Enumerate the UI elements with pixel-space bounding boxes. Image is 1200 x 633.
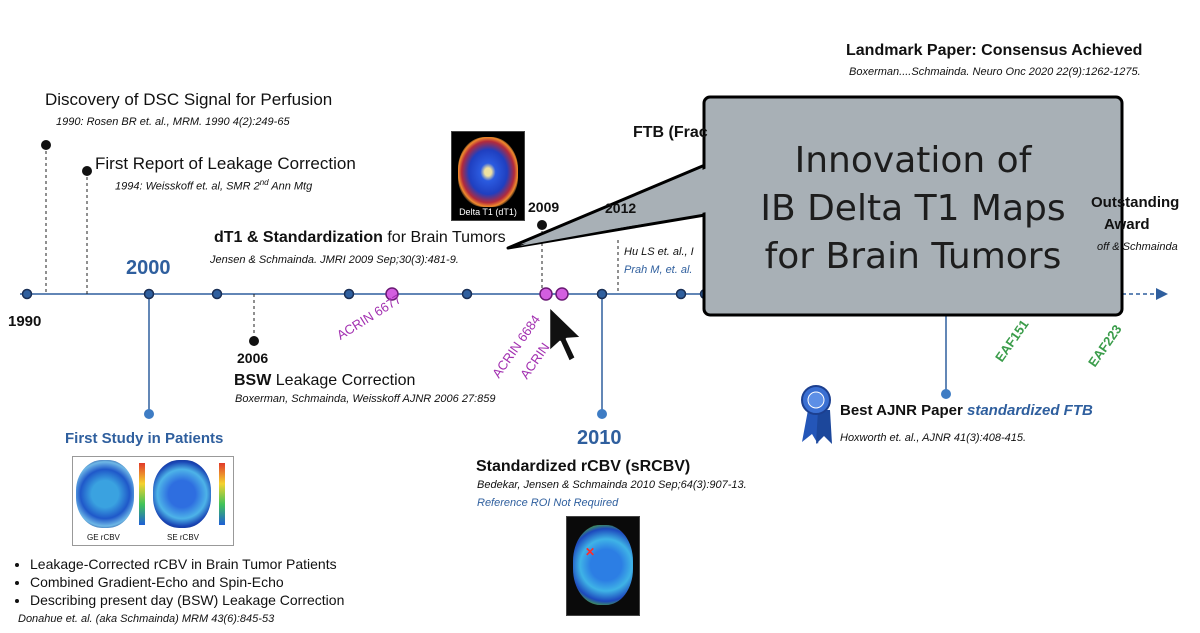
bsw-title-bold: BSW	[234, 372, 272, 389]
mouse-cursor-icon	[547, 304, 584, 364]
axis-dot-c	[343, 288, 355, 300]
ajnr-title-blue: standardized FTB	[967, 402, 1093, 419]
delta-t1-label: Delta T1 (dT1)	[459, 207, 517, 217]
year-2000: 2000	[126, 257, 171, 279]
se-colorbar	[219, 463, 225, 525]
outstanding-line1: Outstanding	[1091, 194, 1180, 211]
marker-ajnr	[941, 389, 951, 399]
ge-rcbv-label: GE rCBV	[87, 533, 120, 542]
ge-colorbar	[139, 463, 145, 525]
leakage-citation-pre: 1994: Weisskoff et. al, SMR 2	[115, 180, 260, 193]
ge-rcbv-brain	[76, 460, 134, 528]
trial-dot-6684	[539, 287, 553, 301]
first-study-bullet-1: Leakage-Corrected rCBV in Brain Tumor Pa…	[30, 555, 430, 573]
marker-bsw	[249, 336, 259, 346]
marker-dsc	[41, 140, 51, 150]
dt1-title: dT1 & Standardization for Brain Tumors	[214, 229, 506, 247]
srcbv-roi-marker: ✕	[585, 545, 596, 559]
ajnr-title-bold: Best AJNR Paper	[840, 402, 967, 419]
leakage-citation-post: Ann Mtg	[268, 180, 313, 193]
axis-dot-e	[596, 288, 608, 300]
srcbv-brain	[573, 525, 633, 605]
dt1-title-bold: dT1 & Standardization	[214, 229, 383, 246]
dt1-title-rest: for Brain Tumors	[382, 229, 506, 246]
year-2010: 2010	[577, 427, 622, 449]
rcbv-image: GE rCBV SE rCBV	[72, 456, 234, 546]
ftb-citation-2: Prah M, et. al.	[624, 264, 693, 276]
delta-t1-brain	[458, 137, 518, 207]
se-rcbv-label: SE rCBV	[167, 533, 200, 542]
ftb-title: FTB (Frac	[633, 124, 708, 141]
marker-leakage	[82, 166, 92, 176]
first-study-citation: Donahue et. al. (aka Schmainda) MRM 43(6…	[18, 613, 275, 625]
marker-dt1	[537, 220, 547, 230]
trial-dot-b	[555, 287, 569, 301]
axis-dot-1990	[21, 288, 33, 300]
callout-line3: for Brain Tumors	[764, 236, 1062, 277]
year-1990: 1990	[8, 313, 42, 330]
outstanding-citation: off & Schmainda	[1097, 241, 1178, 253]
dt1-citation: Jensen & Schmainda. JMRI 2009 Sep;30(3):…	[210, 254, 459, 266]
outstanding-line2: Award	[1104, 216, 1150, 233]
leakage-citation-sup: nd	[259, 178, 269, 187]
trial-dot-6677	[385, 287, 399, 301]
srcbv-citation: Bedekar, Jensen & Schmainda 2010 Sep;64(…	[477, 479, 747, 491]
ribbon-award-icon	[801, 385, 832, 444]
axis-dot-f	[675, 288, 687, 300]
dsc-title: Discovery of DSC Signal for Perfusion	[45, 90, 333, 109]
delta-t1-image: Delta T1 (dT1)	[451, 131, 525, 221]
bsw-citation: Boxerman, Schmainda, Weisskoff AJNR 2006…	[235, 393, 496, 405]
first-study-bullet-3: Describing present day (BSW) Leakage Cor…	[30, 591, 430, 609]
srcbv-note: Reference ROI Not Required	[477, 497, 619, 509]
axis-dot-b	[211, 288, 223, 300]
axis-dot-d	[461, 288, 473, 300]
bsw-title-rest: Leakage Correction	[271, 372, 416, 389]
leakage-citation: 1994: Weisskoff et. al, SMR 2nd Ann Mtg	[115, 178, 312, 193]
ftb-citation-1: Hu LS et. al., I	[624, 246, 694, 258]
marker-first-study	[144, 409, 154, 419]
first-study-bullets: Leakage-Corrected rCBV in Brain Tumor Pa…	[10, 555, 430, 609]
callout-line2: IB Delta T1 Maps	[760, 188, 1066, 229]
year-2006: 2006	[237, 350, 269, 366]
ajnr-citation: Hoxworth et. al., AJNR 41(3):408-415.	[840, 432, 1027, 444]
first-study-bullet-2: Combined Gradient-Echo and Spin-Echo	[30, 573, 430, 591]
ajnr-title: Best AJNR Paper standardized FTB	[840, 402, 1093, 419]
srcbv-image: ✕	[566, 516, 640, 616]
se-rcbv-brain	[153, 460, 211, 528]
landmark-citation: Boxerman....Schmainda. Neuro Onc 2020 22…	[849, 66, 1141, 78]
first-study-title: First Study in Patients	[65, 430, 224, 447]
landmark-title: Landmark Paper: Consensus Achieved	[846, 42, 1143, 59]
leakage-title: First Report of Leakage Correction	[95, 154, 356, 173]
callout-line1: Innovation of	[794, 140, 1032, 181]
year-2012: 2012	[605, 200, 637, 216]
year-2009: 2009	[528, 199, 560, 215]
dsc-citation: 1990: Rosen BR et. al., MRM. 1990 4(2):2…	[56, 116, 290, 128]
srcbv-title: Standardized rCBV (sRCBV)	[476, 458, 691, 475]
marker-2010	[597, 409, 607, 419]
axis-dot-a	[143, 288, 155, 300]
bsw-title: BSW Leakage Correction	[234, 372, 415, 390]
timeline-arrowhead	[1156, 288, 1168, 300]
